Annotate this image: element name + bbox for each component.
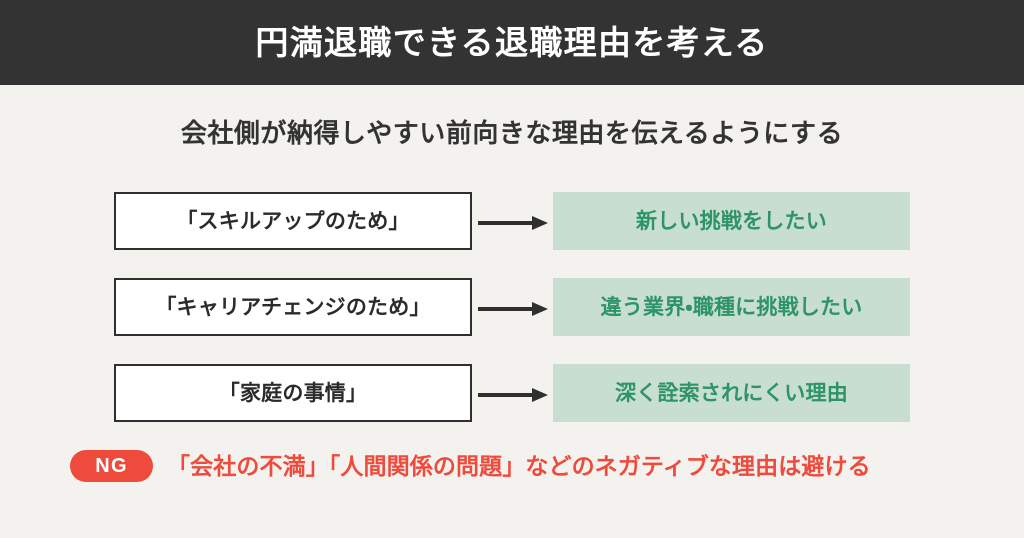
reason-label: 「スキルアップのため」 xyxy=(176,209,410,233)
arrow-shaft xyxy=(478,221,535,225)
ng-note-text: 「会社の不満」「人間関係の問題」などのネガティブな理由は避ける xyxy=(167,452,871,479)
arrow-head xyxy=(532,216,548,230)
reason-row: 「キャリアチェンジのため」 違う業界・職種に挑戦したい xyxy=(0,278,1024,336)
benefit-label: 深く詮索されにくい理由 xyxy=(615,381,848,405)
reason-row: 「スキルアップのため」 新しい挑戦をしたい xyxy=(0,192,1024,250)
ng-note-row: NG 「会社の不満」「人間関係の問題」などのネガティブな理由は避ける xyxy=(70,450,871,482)
arrow-shaft xyxy=(478,393,535,397)
arrow-head xyxy=(532,388,548,402)
reason-box: 「キャリアチェンジのため」 xyxy=(114,278,472,336)
reason-box: 「スキルアップのため」 xyxy=(114,192,472,250)
arrow-shaft xyxy=(478,307,535,311)
reason-label: 「キャリアチェンジのため」 xyxy=(155,295,431,319)
arrow-right-icon xyxy=(478,302,548,316)
subtitle: 会社側が納得しやすい前向きな理由を伝えるようにする xyxy=(180,118,844,148)
benefit-box: 違う業界・職種に挑戦したい xyxy=(553,278,910,336)
reason-row: 「家庭の事情」 深く詮索されにくい理由 xyxy=(0,364,1024,422)
arrow-right-icon xyxy=(478,388,548,402)
reason-label: 「家庭の事情」 xyxy=(218,381,368,405)
reason-rows: 「スキルアップのため」 新しい挑戦をしたい 「キャリアチェンジのため」 違う業界… xyxy=(0,192,1024,422)
header-band: 円満退職できる退職理由を考える xyxy=(0,0,1024,85)
arrow-head xyxy=(532,302,548,316)
reason-box: 「家庭の事情」 xyxy=(114,364,472,422)
ng-badge: NG xyxy=(70,450,153,482)
page-title: 円満退職できる退職理由を考える xyxy=(255,24,769,61)
benefit-label: 違う業界・職種に挑戦したい xyxy=(600,295,863,319)
benefit-box: 深く詮索されにくい理由 xyxy=(553,364,910,422)
benefit-box: 新しい挑戦をしたい xyxy=(553,192,910,250)
arrow-right-icon xyxy=(478,216,548,230)
benefit-label: 新しい挑戦をしたい xyxy=(636,209,827,233)
